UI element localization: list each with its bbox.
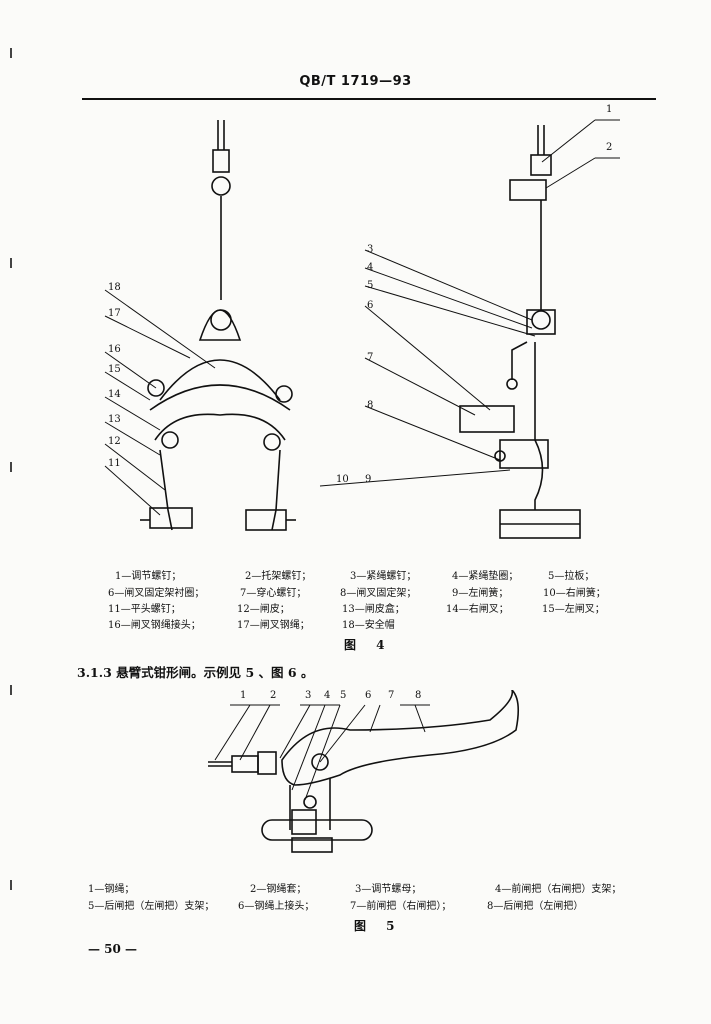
fig5-callout-leaders	[214, 704, 430, 801]
legend-item: 18—安全帽	[342, 620, 395, 631]
figure-5-drawing	[208, 690, 520, 853]
legend-item: 4—紧绳垫圈；	[452, 571, 519, 582]
fig5-callout-6: 6	[365, 690, 372, 701]
fig4-callout-12: 12	[108, 436, 121, 447]
fig4-callout-6: 6	[367, 300, 374, 311]
standard-code-header: QB/T 1719—93	[299, 74, 412, 89]
legend-item: 9—左闸簧；	[452, 588, 509, 599]
legend-item: 7—前闸把（右闸把）；	[350, 901, 452, 912]
legend-item: 1—钢绳；	[88, 884, 135, 895]
legend-item: 3—紧绳螺钉；	[350, 571, 417, 582]
figure-4-caption: 图 4	[344, 638, 393, 652]
fig4-callout-4: 4	[367, 262, 374, 273]
page-number: — 50 —	[88, 942, 138, 956]
legend-item: 15—左闸叉；	[542, 604, 605, 615]
legend-item: 14—右闸叉；	[446, 604, 509, 615]
brake-lever	[208, 690, 520, 853]
legend-item: 16—闸叉钢绳接头；	[108, 620, 201, 631]
legend-item: 8—后闸把（左闸把）	[487, 901, 584, 912]
fig4-callout-9: 9	[365, 474, 372, 485]
section-3-1-3-text: 3.1.3 悬臂式钳形闸。示例见 5 、图 6 。	[77, 665, 314, 680]
right-callout-leaders	[319, 119, 620, 487]
fig5-callout-4: 4	[324, 690, 331, 701]
fig4-callout-7: 7	[367, 352, 374, 363]
header-rule	[82, 98, 656, 100]
fig5-callout-8: 8	[415, 690, 422, 701]
figure-5-caption: 图 5	[354, 919, 403, 933]
legend-item: 10—右闸簧；	[543, 588, 606, 599]
fig4-callout-2: 2	[606, 142, 613, 153]
fig5-callout-3: 3	[305, 690, 312, 701]
legend-item: 4—前闸把（右闸把）支架；	[495, 884, 622, 895]
legend-item: 2—托架螺钉；	[245, 571, 312, 582]
fig4-callout-14: 14	[108, 389, 121, 400]
fig5-callout-7: 7	[388, 690, 395, 701]
figure-4-drawing	[104, 119, 620, 539]
fig4-callout-13: 13	[108, 414, 121, 425]
legend-item: 5—后闸把（左闸把）支架；	[88, 901, 215, 912]
legend-item: 12—闸皮；	[237, 604, 290, 615]
fig4-callout-18: 18	[108, 282, 121, 293]
fig5-callout-1: 1	[240, 690, 247, 701]
fig4-callout-11: 11	[108, 458, 121, 469]
fig4-callout-10: 10	[336, 474, 349, 485]
legend-item: 5—拉板；	[548, 571, 595, 582]
fig4-callout-17: 17	[108, 308, 121, 319]
legend-item: 7—穿心螺钉；	[240, 588, 307, 599]
legend-item: 3—调节螺母；	[355, 884, 422, 895]
right-side-view	[459, 125, 581, 539]
legend-item: 13—闸皮盒；	[342, 604, 405, 615]
fig4-callout-8: 8	[367, 400, 374, 411]
fig4-callout-3: 3	[367, 244, 374, 255]
fig4-callout-1: 1	[606, 104, 613, 115]
legend-item: 17—闸叉钢绳；	[237, 620, 310, 631]
fig4-callout-16: 16	[108, 344, 121, 355]
fig5-callout-5: 5	[340, 690, 347, 701]
left-callout-leaders	[104, 289, 216, 516]
legend-item: 2—钢绳套；	[250, 884, 307, 895]
legend-item: 6—闸叉固定架衬圈；	[108, 588, 205, 599]
legend-item: 8—闸叉固定架；	[340, 588, 417, 599]
legend-item: 1—调节螺钉；	[115, 571, 182, 582]
legend-item: 11—平头螺钉；	[108, 604, 181, 615]
fig5-callout-2: 2	[270, 690, 277, 701]
fig4-callout-15: 15	[108, 364, 121, 375]
left-caliper-view	[140, 120, 296, 531]
legend-item: 6—钢绳上接头；	[238, 901, 315, 912]
fig4-callout-5: 5	[367, 280, 374, 291]
